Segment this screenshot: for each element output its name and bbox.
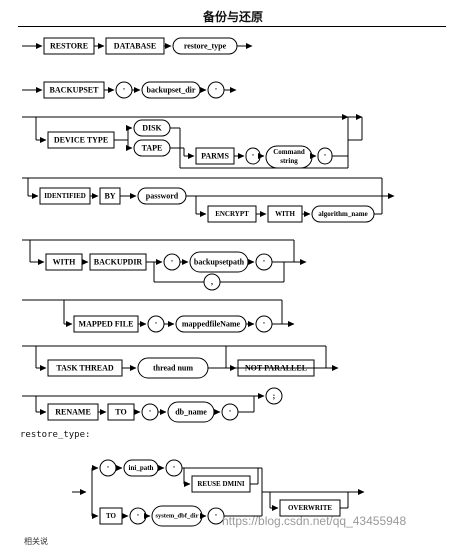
kw-device-type: DEVICE TYPE	[54, 136, 108, 145]
kw-reuse-dmini: REUSE DMINI	[197, 480, 245, 488]
kw-mapped-file-name: mappedfileName	[182, 320, 241, 329]
kw-not-parallel: NOT PARALLEL	[245, 364, 307, 373]
kw-by: BY	[104, 192, 115, 201]
kw-algorithm-name: algorithm_name	[318, 210, 367, 218]
kw-quote: '	[123, 87, 125, 96]
kw-to: TO	[106, 512, 117, 520]
kw-tape: TAPE	[142, 144, 163, 153]
kw-backupdir: BACKUPDIR	[94, 258, 143, 267]
kw-quote: '	[215, 513, 217, 522]
kw-quote: '	[155, 321, 157, 330]
kw-quote: '	[171, 259, 173, 268]
kw-rename: RENAME	[55, 408, 91, 417]
kw-encrypt: ENCRYPT	[215, 210, 249, 218]
kw-backupset: BACKUPSET	[50, 86, 100, 95]
kw-task-thread: TASK THREAD	[56, 364, 113, 373]
kw-parms: PARMS	[201, 152, 229, 161]
kw-ini-path: ini_path	[129, 464, 154, 472]
kw-semicolon: ;	[273, 392, 276, 401]
kw-overwrite: OVERWRITE	[288, 504, 332, 512]
kw-command: Command	[273, 148, 305, 156]
kw-backupset-dir: backupset_dir	[147, 86, 196, 95]
kw-quote: '	[173, 465, 175, 474]
header-rule	[18, 26, 446, 27]
kw-quote: '	[263, 321, 265, 330]
kw-mapped-file: MAPPED FILE	[79, 320, 134, 329]
kw-quote: '	[252, 153, 254, 162]
kw-disk: DISK	[142, 124, 162, 133]
restore-type-section-label: restore_type:	[20, 430, 91, 440]
kw-database: DATABASE	[114, 42, 156, 51]
kw-quote: '	[229, 409, 231, 418]
kw-backupsetpath: backupsetpath	[194, 258, 245, 267]
kw-quote: '	[137, 513, 139, 522]
kw-identified: IDENTIFIED	[44, 192, 86, 200]
kw-quote: '	[324, 153, 326, 162]
kw-restore-type: restore_type	[184, 42, 227, 51]
kw-quote: '	[107, 465, 109, 474]
page-title: 备份与还原	[202, 10, 263, 24]
kw-with: WITH	[275, 210, 295, 218]
watermark: https://blog.csdn.net/qq_43455948	[222, 514, 407, 528]
kw-system-dbf-dir: system_dbf_dir	[156, 513, 199, 520]
kw-db-name: db_name	[175, 408, 207, 417]
kw-string: string	[280, 157, 298, 165]
kw-to: TO	[115, 408, 126, 417]
kw-comma: ,	[211, 278, 213, 287]
kw-quote: '	[215, 87, 217, 96]
kw-password: password	[146, 192, 179, 201]
kw-quote: '	[263, 259, 265, 268]
kw-with: WITH	[53, 258, 76, 267]
kw-restore: RESTORE	[50, 42, 88, 51]
kw-thread-num: thread num	[153, 364, 193, 373]
kw-quote: '	[149, 409, 151, 418]
